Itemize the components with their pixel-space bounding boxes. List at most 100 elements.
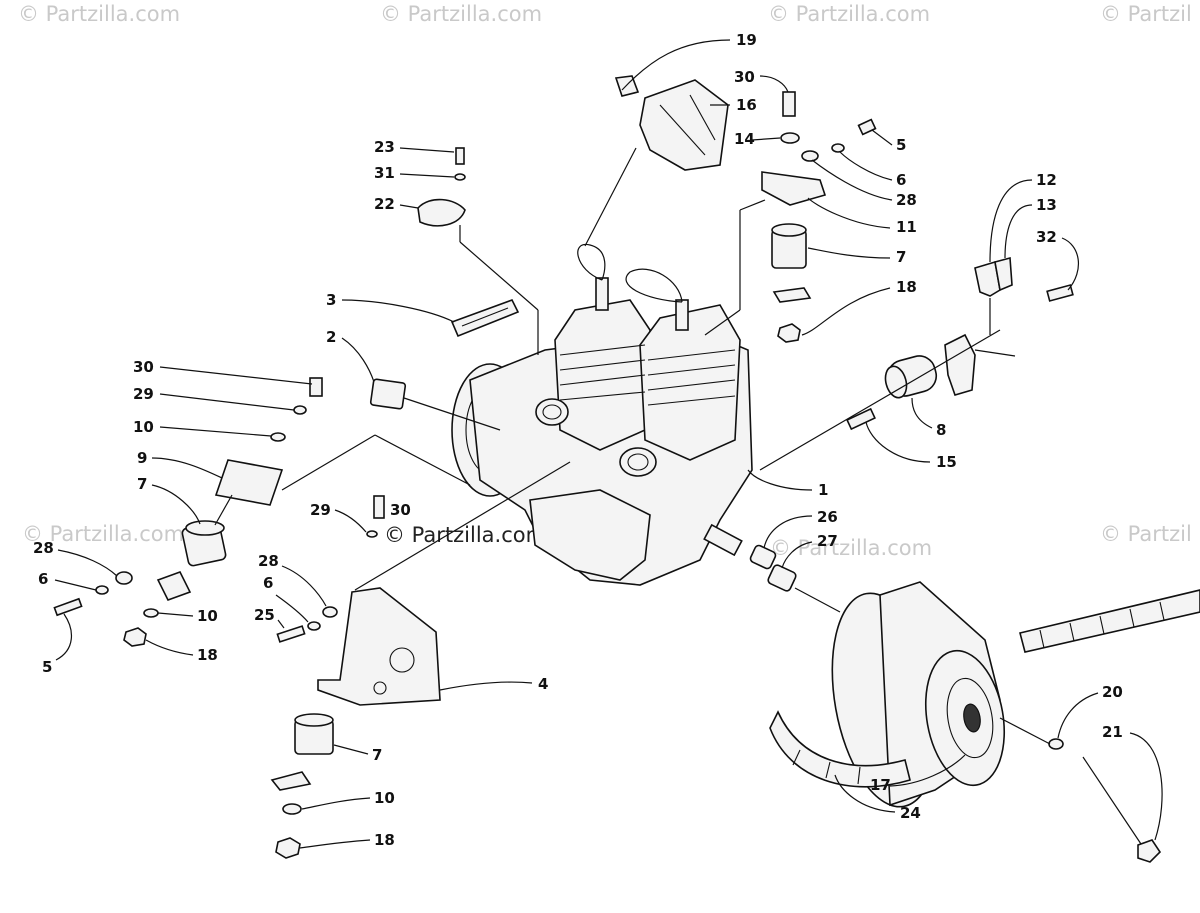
- pto-shaft: [703, 523, 743, 557]
- part-11-bracket: [761, 171, 827, 206]
- watermark-center: © Partzilla.com: [384, 523, 547, 547]
- part-23-screw: [455, 147, 465, 165]
- part-31-washer: [454, 173, 466, 181]
- part-9-plate: [214, 459, 284, 506]
- engine-cylinder-rear: [639, 304, 741, 461]
- callout-29-center: 29: [310, 501, 331, 519]
- part-10-washer-left: [270, 432, 286, 442]
- part-4-bracket: [317, 587, 441, 706]
- part-10-washer-left-lower: [143, 608, 159, 618]
- callout-21: 21: [1102, 723, 1123, 741]
- part-14-washer: [780, 132, 800, 144]
- callout-19: 19: [736, 31, 757, 49]
- callout-29-left: 29: [133, 385, 154, 403]
- callout-7-upper: 7: [896, 248, 906, 266]
- watermark-top-center: © Partzilla.com: [380, 2, 543, 26]
- part-5-bolt-left: [53, 597, 83, 617]
- decal-3: [450, 299, 520, 338]
- part-19-clip: [614, 75, 640, 97]
- part-10-washer-lower: [282, 803, 302, 815]
- part-6-washer-left: [95, 585, 109, 595]
- part-5-bolt-upper: [857, 118, 877, 136]
- part-17-drive-clutch: [831, 581, 1006, 808]
- callout-22: 22: [374, 195, 395, 213]
- callout-16: 16: [736, 96, 757, 114]
- engine-lower-case: [529, 489, 651, 581]
- part-16-cover: [639, 79, 729, 171]
- part-15-stud: [846, 407, 876, 431]
- watermark-top-left: © Partzilla.com: [18, 2, 181, 26]
- watermark-top-edge: © Partzil: [1100, 2, 1192, 26]
- part-12-bracket: [974, 260, 1001, 297]
- callout-18-lower: 18: [374, 831, 395, 849]
- spark-plug-front: [595, 277, 609, 311]
- part-30-bolt-left: [309, 377, 323, 397]
- part-27-bolt: [276, 625, 306, 643]
- part-6-washer-front: [307, 621, 321, 631]
- callout-25: 26: [817, 508, 838, 526]
- callout-6-front: 6: [263, 574, 273, 592]
- part-28-washer-upper: [801, 150, 819, 162]
- callout-24: 24: [900, 804, 921, 822]
- callout-9: 9: [137, 449, 147, 467]
- spark-plug-wire-rear: [625, 268, 683, 303]
- part-21-bolt: [1082, 756, 1162, 863]
- part-7-plate-upper: [772, 287, 812, 303]
- callout-7-left: 7: [137, 475, 147, 493]
- watermark-mid-edge: © Partzil: [1100, 522, 1192, 546]
- spark-plug-rear: [675, 299, 689, 331]
- intake-port-2: [619, 447, 657, 477]
- callout-10-lower: 10: [374, 789, 395, 807]
- callout-1: 1: [818, 481, 828, 499]
- callout-10-left-lower: 10: [197, 607, 218, 625]
- callout-17: 17: [870, 776, 891, 794]
- callout-2: 2: [326, 328, 336, 346]
- part-18-nut-lower: [275, 837, 301, 859]
- callout-4: 4: [538, 675, 548, 693]
- engine-assembly: [451, 243, 753, 586]
- part-24-drive-belt: [769, 589, 1200, 788]
- part-28-washer-left: [115, 571, 133, 585]
- part-20-washer: [1048, 738, 1064, 750]
- part-13-bracket: [994, 256, 1013, 292]
- part-30-bolt-upper: [782, 91, 796, 117]
- spark-plug-wire-front: [577, 243, 606, 281]
- callout-5-left: 5: [42, 658, 52, 676]
- part-29-washer-left: [293, 405, 307, 415]
- intake-port-1: [535, 398, 569, 426]
- callout-30-left: 30: [133, 358, 154, 376]
- callout-32: 32: [1036, 228, 1057, 246]
- part-32-bolt: [1046, 284, 1074, 302]
- callout-12: 12: [1036, 171, 1057, 189]
- callout-13: 13: [1036, 196, 1057, 214]
- callout-27: 25: [254, 606, 275, 624]
- callout-18-upper: 18: [896, 278, 917, 296]
- callout-18-left: 18: [197, 646, 218, 664]
- callout-3: 3: [326, 291, 336, 309]
- callout-26: 27: [817, 532, 838, 550]
- callout-31: 31: [374, 164, 395, 182]
- callout-8: 8: [936, 421, 946, 439]
- engine-cylinder-front: [554, 299, 651, 451]
- part-28-washer-front: [322, 606, 338, 618]
- part-29-washer-center: [366, 530, 378, 538]
- callout-6-upper: 6: [896, 171, 906, 189]
- part-6-washer-upper: [831, 143, 845, 153]
- watermark-mid-left: © Partzilla.com: [22, 522, 185, 546]
- watermark-top-right: © Partzilla.com: [768, 2, 931, 26]
- callout-28-left: 28: [33, 539, 54, 557]
- callout-15: 15: [936, 453, 957, 471]
- part-7-plate-lower: [270, 771, 312, 791]
- callout-group: 19 16 30 14 5 6 28 11 7 18 12 13 32: [33, 31, 1163, 849]
- callout-14: 14: [734, 130, 755, 148]
- part-18-nut-left: [123, 627, 147, 647]
- part-18-nut-upper: [777, 323, 801, 343]
- callout-11: 11: [896, 218, 917, 236]
- callout-6-left: 6: [38, 570, 48, 588]
- callout-30-center: 30: [390, 501, 411, 519]
- part-26-spacer: [767, 564, 797, 592]
- decal-2: [369, 378, 407, 410]
- callout-23: 23: [374, 138, 395, 156]
